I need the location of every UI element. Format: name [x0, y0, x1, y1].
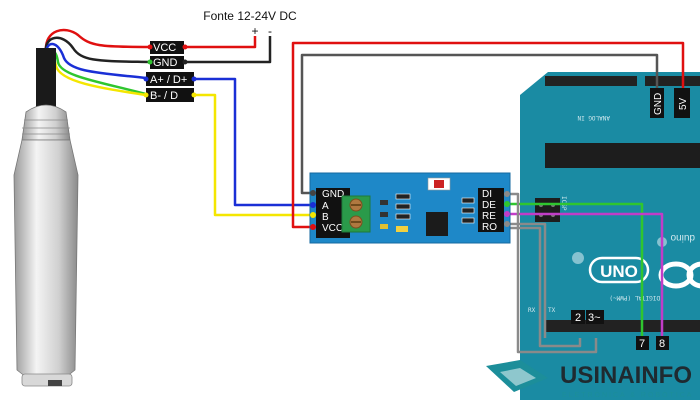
module-pin-vcc: VCC	[322, 223, 343, 234]
de-pin7-wire	[506, 202, 644, 338]
bus-a-wire	[195, 77, 312, 207]
brand-tagline: ELETRÔNICA & ROBÓTICA	[562, 390, 693, 399]
arduino-5v-label: 5V	[678, 97, 689, 110]
rs485-chip	[426, 212, 448, 236]
module-pin-de: DE	[482, 200, 496, 211]
digital-text: DIGITAL (PWM~)	[609, 294, 660, 301]
brand-name: USINAINFO	[560, 362, 692, 389]
rx-text: RX	[528, 307, 536, 314]
module-pin-ro: RO	[482, 222, 497, 233]
sensor-blue-wire	[44, 42, 147, 80]
sensor-red-wire	[44, 28, 151, 51]
power-header	[645, 76, 700, 86]
arduino-pin3-label: 3~	[588, 312, 601, 324]
sensor-cable	[36, 48, 56, 108]
analog-header	[545, 76, 637, 86]
duino-text: duino	[670, 232, 695, 243]
supply-black-wire	[187, 36, 272, 64]
terminal-vcc: VCC	[153, 42, 176, 54]
arduino-pin2-label: 2	[575, 312, 581, 324]
arduino-pin7-label: 7	[639, 338, 645, 350]
module-pin-re: RE	[482, 211, 496, 222]
usinainfo-logo: USINAINFO ELETRÔNICA & ROBÓTICA	[486, 360, 693, 399]
module-pin-di: DI	[482, 189, 492, 200]
pressure-sensor-probe	[13, 48, 79, 387]
terminal-gnd: GND	[153, 57, 178, 69]
sensor-black-wire	[44, 36, 151, 64]
analog-in-text: ANALOG IN	[577, 114, 610, 121]
digital-header	[545, 320, 700, 332]
terminal-a: A+ / D+	[150, 74, 187, 86]
arduino-pin-labels: GND 5V 2 3~ 7 8	[571, 88, 690, 350]
module-pin-b: B	[322, 212, 329, 223]
arduino-gnd-label: GND	[653, 93, 664, 115]
sensor-terminal-block: VCC GND A+ / D+ B- / D	[143, 41, 197, 102]
terminal-b: B- / D	[150, 90, 178, 102]
microcontroller-chip	[545, 143, 700, 168]
supply-plus: +	[251, 24, 258, 38]
supply-label: Fonte 12-24V DC	[203, 9, 297, 23]
supply-red-wire	[187, 36, 257, 49]
rs485-module: GND A B VCC DI DE RE RO	[309, 172, 511, 244]
di-pin3-wire	[506, 192, 598, 354]
module-vcc-wire	[291, 41, 685, 229]
re-pin8-wire	[506, 212, 664, 338]
wires	[44, 28, 685, 354]
uno-logo	[588, 256, 650, 284]
tx-text: TX	[548, 307, 556, 314]
icsp-header	[535, 198, 560, 222]
module-pin-a: A	[322, 201, 329, 212]
ro-return-wire	[510, 226, 582, 348]
module-pin-gnd: GND	[322, 189, 344, 200]
arduino-pin8-label: 8	[659, 338, 665, 350]
module-gnd-wire	[300, 53, 659, 195]
uno-text: UNO	[600, 262, 638, 281]
supply-minus: -	[268, 24, 272, 38]
bus-b-wire	[195, 93, 312, 217]
